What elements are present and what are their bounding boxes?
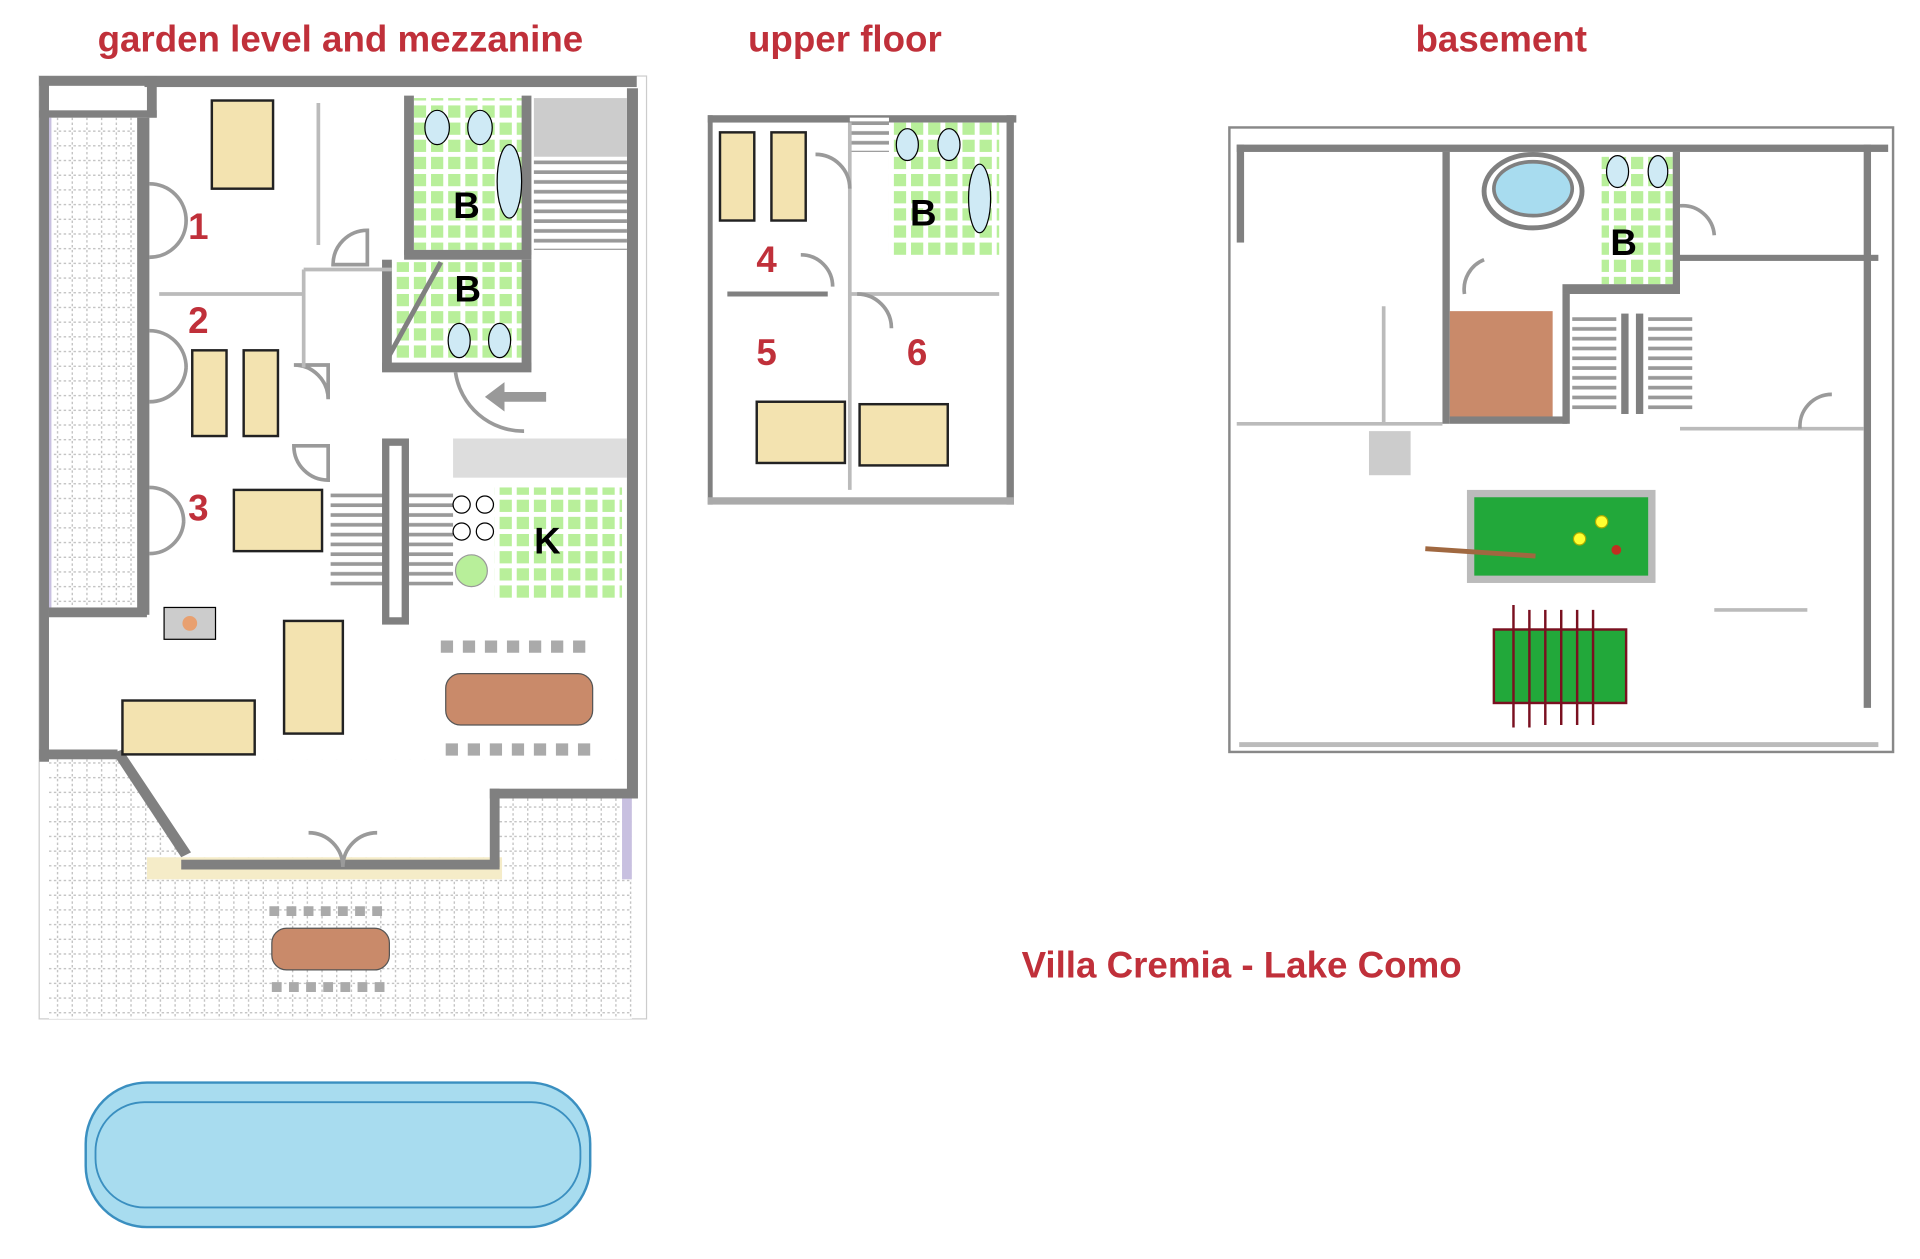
- sauna: [1449, 311, 1553, 419]
- room-number: 2: [188, 300, 208, 341]
- villa-caption: Villa Cremia - Lake Como: [1022, 944, 1462, 985]
- room-number: 3: [188, 488, 208, 529]
- basement-plan: B: [1228, 126, 1895, 754]
- room-number: 1: [188, 206, 208, 247]
- sofa: [282, 619, 345, 735]
- bathroom-label: B: [453, 185, 480, 226]
- basement-title: basement: [1416, 19, 1587, 60]
- room-number: 5: [756, 332, 776, 373]
- sink: [1368, 431, 1411, 476]
- swimming-pool: [84, 1081, 592, 1229]
- room-number: 6: [907, 332, 927, 373]
- upper-floor-title: upper floor: [748, 19, 942, 60]
- bathroom-label: B: [1610, 222, 1637, 263]
- stairs: [533, 156, 627, 250]
- garden-level-title: garden level and mezzanine: [98, 19, 584, 60]
- bed: [718, 131, 756, 222]
- room-number: 4: [756, 239, 777, 280]
- outdoor-table: [271, 927, 391, 971]
- garden-level-plan: B B: [38, 75, 648, 1020]
- upper-floor-plan: B 4 5 6: [707, 115, 1017, 505]
- bed: [770, 131, 807, 222]
- bed: [210, 99, 275, 190]
- sofa: [121, 699, 256, 756]
- bed: [232, 488, 324, 553]
- bathroom-label: B: [454, 268, 481, 309]
- bathroom-label: B: [910, 192, 937, 233]
- fireplace: [163, 606, 217, 640]
- bed: [242, 349, 280, 438]
- terrace-left: [51, 117, 138, 610]
- kitchen-label: K: [534, 521, 561, 562]
- kitchen-counter: [453, 438, 627, 478]
- bed: [191, 349, 228, 438]
- entrance-arrow-icon: [484, 382, 547, 412]
- dining-table: [445, 672, 594, 726]
- bed: [755, 400, 847, 465]
- kitchen: [494, 487, 623, 601]
- bed: [858, 402, 949, 467]
- billiard-cue: [1425, 546, 1536, 559]
